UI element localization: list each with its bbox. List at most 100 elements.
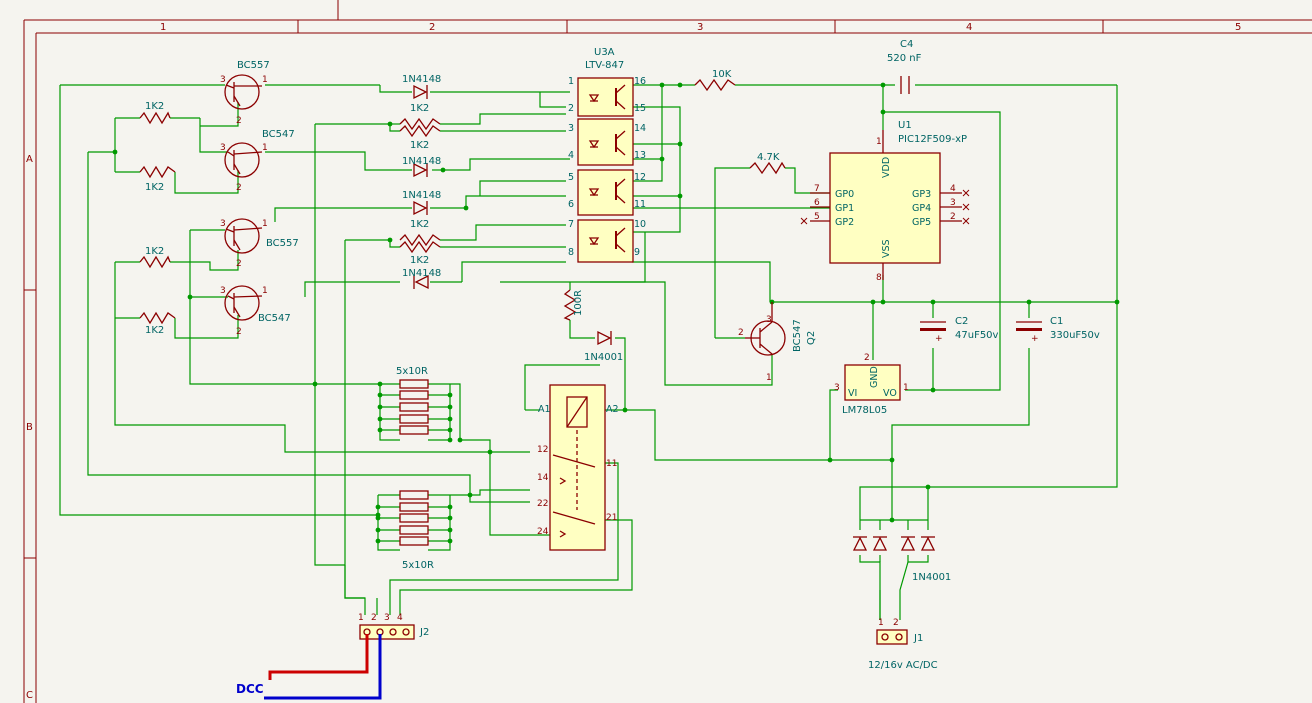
svg-text:3: 3 [220,219,226,229]
svg-text:1: 1 [766,373,772,383]
resistor-r5: 1K2 [399,103,441,131]
svg-text:24: 24 [537,527,549,537]
svg-text:2: 2 [236,183,242,193]
sheet-frame: 1 2 3 4 5 A B C [23,0,1312,703]
resistor-r2: 1K2 [139,165,176,193]
svg-text:16: 16 [634,76,646,87]
pin-vss: VSS [881,239,892,258]
label-j2-ref: J2 [419,627,429,638]
pin-relay-a1: A1 [538,404,551,415]
svg-text:8: 8 [568,247,574,258]
resistor-r7: 1K2 [399,219,441,247]
wire-junctions [112,82,1120,544]
label-c1-ref: C1 [1050,316,1063,327]
pin-reg-gnd: GND [869,366,880,388]
label-q2-val: BC547 [792,319,803,352]
diode-1n4001: 1N4001 [584,330,623,363]
svg-text:10: 10 [634,219,646,230]
capacitor-c1: + C1 330uF50v [1016,316,1100,344]
transistor-q-bc547-top: BC547 3 1 2 [220,129,295,193]
bridge-rectifier: 1N4001 [852,536,951,583]
label-u1-ref: U1 [898,120,912,131]
svg-text:14: 14 [634,123,646,134]
svg-text:5: 5 [814,212,820,222]
svg-text:13: 13 [634,150,646,161]
resistor-r4: 1K2 [139,311,176,336]
label-q-bc547-top: BC547 [262,129,295,140]
label-q-bc547-bot: BC547 [258,313,291,324]
svg-text:1: 1 [262,75,268,85]
label-u3-val: LTV-847 [585,60,624,71]
svg-text:3: 3 [220,75,226,85]
label-c4-val: 520 nF [887,53,922,64]
label-c1-val: 330uF50v [1050,330,1100,341]
frame-row-b: B [26,422,33,433]
label-reg-val: LM78L05 [842,405,887,416]
label-rarr-bot: 5x10R [402,560,434,571]
resistor-r8: 1K2 [399,240,441,266]
label-q-bc557-bot: BC557 [266,238,299,249]
svg-text:9: 9 [634,247,640,258]
label-j1-val: 12/16v AC/DC [868,660,938,671]
svg-text:6: 6 [568,199,574,210]
svg-text:11: 11 [634,199,646,210]
svg-text:6: 6 [814,198,820,208]
label-q-bc557-top: BC557 [237,60,270,71]
wires [59,84,1118,620]
svg-text:2: 2 [950,212,956,222]
resistor-100r: 100R [563,289,584,321]
label-r5: 1K2 [410,103,429,114]
pin-gp5: GP5 [912,217,931,228]
label-d2: 1N4148 [402,156,441,167]
label-r3: 1K2 [145,246,164,257]
pin-gp0: GP0 [835,189,854,200]
svg-text:12: 12 [634,172,646,183]
svg-text:11: 11 [606,459,617,469]
pin-reg-vo: VO [883,388,897,399]
pin-gp3: GP3 [912,189,931,200]
label-u1-val: PIC12F509-xP [898,134,967,145]
svg-text:1: 1 [262,286,268,296]
frame-col-5: 5 [1235,22,1241,33]
frame-col-4: 4 [966,22,972,33]
svg-text:8: 8 [876,273,882,283]
label-d1n4001: 1N4001 [584,352,623,363]
pin-reg-vi: VI [848,388,857,399]
label-rarr-top: 5x10R [396,366,428,377]
svg-text:2: 2 [371,613,377,623]
label-r8: 1K2 [410,255,429,266]
diode-d3: 1N4148 [402,190,441,216]
pin-gp2: GP2 [835,217,854,228]
resistor-r3: 1K2 [139,246,171,269]
label-j1-ref: J1 [913,633,923,644]
svg-text:15: 15 [634,103,646,114]
label-d1: 1N4148 [402,74,441,85]
svg-text:3: 3 [220,143,226,153]
frame-col-2: 2 [429,22,435,33]
pin-gp1: GP1 [835,203,854,214]
transistor-q2: 231 BC547 Q2 [738,302,817,383]
capacitor-c4: C4 520 nF [887,39,922,94]
label-r7: 1K2 [410,219,429,230]
label-q2-ref: Q2 [806,331,817,345]
svg-text:2: 2 [236,259,242,269]
label-u3-ref: U3A [594,47,615,58]
svg-text:1: 1 [262,143,268,153]
svg-text:2: 2 [893,618,899,628]
label-c4-ref: C4 [900,39,913,50]
svg-text:14: 14 [537,473,549,483]
svg-text:+: + [935,334,943,344]
frame-row-c: C [26,690,33,701]
resistor-array-bot: 5x10R [399,490,434,571]
label-c2-ref: C2 [955,316,968,327]
microcontroller-u1: U1 PIC12F509-xP VDD VSS GP0 GP1 GP2 GP3 … [800,120,970,283]
svg-text:7: 7 [814,184,820,194]
svg-text:2: 2 [236,327,242,337]
